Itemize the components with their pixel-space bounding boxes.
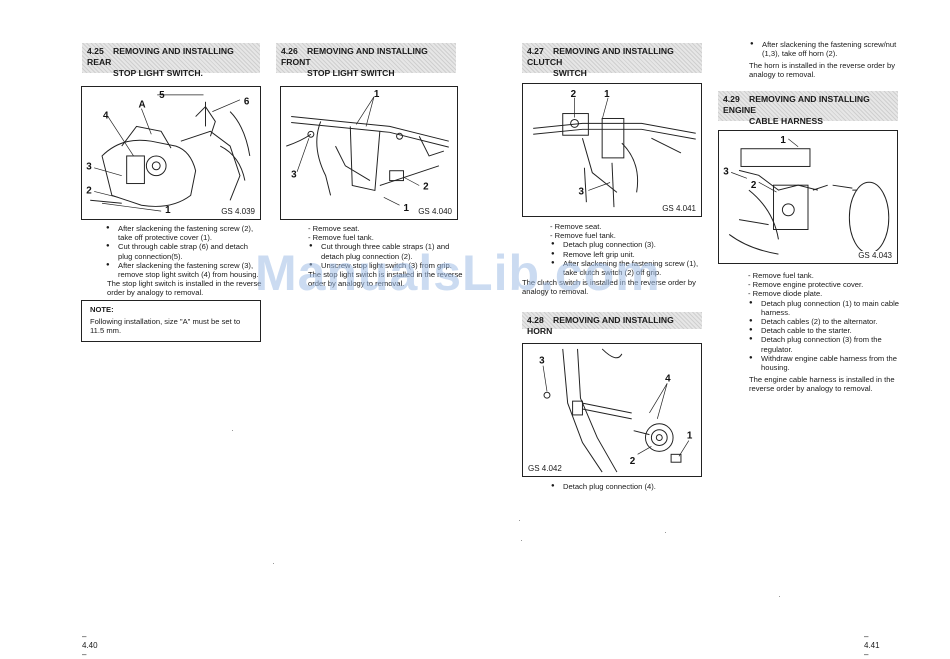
instruction-bullet: After slackening the fastening screw (2)… bbox=[105, 224, 263, 242]
install-note-text: The stop light switch is installed in th… bbox=[107, 279, 262, 298]
dash-item: - Remove fuel tank. bbox=[308, 233, 374, 243]
figure-code: GS 4.042 bbox=[526, 464, 564, 473]
page-number: – 4.40 – bbox=[82, 632, 98, 659]
clutch-switch-drawing: 2 1 3 bbox=[533, 89, 696, 208]
callout-6: 6 bbox=[244, 97, 250, 108]
instruction-bullet: Detach plug connection (3). bbox=[550, 240, 710, 249]
callout-1: 1 bbox=[780, 135, 786, 146]
figure-code: GS 4.043 bbox=[856, 251, 894, 260]
dash-item: - Remove seat. bbox=[308, 224, 360, 233]
cable-harness-drawing: 1 3 2 bbox=[723, 135, 890, 255]
section-title-line1: REMOVING AND INSTALLING FRONT bbox=[281, 46, 428, 67]
section-number: 4.26 bbox=[281, 46, 298, 56]
section-4-25-body: After slackening the fastening screw (2)… bbox=[105, 224, 263, 279]
note-text: Following installation, size "A" must be… bbox=[90, 317, 241, 336]
section-title-line2: SWITCH bbox=[553, 68, 587, 78]
instruction-bullet: Detach cable to the starter. bbox=[748, 326, 908, 335]
section-title-line1: REMOVING AND INSTALLING CLUTCH bbox=[527, 46, 674, 67]
instruction-bullet: Remove left grip unit. bbox=[550, 250, 710, 259]
install-note-text: The clutch switch is installed in the re… bbox=[522, 278, 696, 297]
instruction-bullet: Detach cables (2) to the alternator. bbox=[748, 317, 908, 326]
note-box: NOTE: Following installation, size "A" m… bbox=[81, 300, 261, 342]
horn-drawing: 3 4 1 2 bbox=[539, 348, 693, 473]
figure-code: GS 4.040 bbox=[416, 207, 454, 216]
front-switch-drawing: 1 3 2 1 bbox=[286, 89, 449, 214]
section-title-line2: STOP LIGHT SWITCH. bbox=[113, 68, 203, 78]
section-title-line1: REMOVING AND INSTALLING REAR bbox=[87, 46, 234, 67]
instruction-bullet: After slackening the fastening screw (3)… bbox=[105, 261, 263, 279]
callout-2: 2 bbox=[423, 181, 429, 192]
instruction-bullet: Cut through cable strap (6) and detach p… bbox=[105, 242, 263, 260]
instruction-bullet: Cut through three cable straps (1) and d… bbox=[308, 242, 466, 260]
instruction-bullet: After slackening the fastening screw (1)… bbox=[550, 259, 710, 277]
scan-speck bbox=[665, 532, 666, 533]
dash-item: - Remove engine protective cover. bbox=[748, 280, 864, 290]
page-number: – 4.41 – bbox=[864, 632, 880, 659]
figure-front-stop-light-switch: 1 3 2 1 GS 4.040 bbox=[280, 86, 458, 220]
scan-speck bbox=[521, 540, 522, 541]
dash-item: - Remove fuel tank. bbox=[748, 271, 814, 280]
dash-item: - Remove fuel tank. bbox=[550, 231, 616, 241]
figure-code: GS 4.039 bbox=[219, 207, 257, 216]
section-number: 4.28 bbox=[527, 315, 544, 325]
callout-A: A bbox=[138, 100, 145, 111]
scan-speck bbox=[232, 430, 233, 431]
rear-switch-drawing: 5 6 A 4 3 2 1 bbox=[86, 90, 251, 216]
section-title-line1: REMOVING AND INSTALLING ENGINE bbox=[723, 94, 870, 115]
instruction-bullet: Unscrew stop light switch (3) from grip. bbox=[308, 261, 466, 270]
instruction-bullet: Detach plug connection (1) to main cable… bbox=[748, 299, 908, 317]
callout-1: 1 bbox=[687, 431, 693, 442]
dash-item: - Remove seat. bbox=[550, 222, 602, 231]
callout-2: 2 bbox=[571, 89, 577, 100]
section-4-29-body: - Remove fuel tank. - Remove engine prot… bbox=[748, 271, 908, 372]
section-4-28-continuation: After slackening the fastening screw/nut… bbox=[749, 40, 907, 58]
install-note-text: The horn is installed in the reverse ord… bbox=[749, 61, 896, 80]
callout-1: 1 bbox=[165, 205, 171, 216]
figure-code: GS 4.041 bbox=[660, 204, 698, 213]
callout-3: 3 bbox=[291, 170, 297, 181]
callout-3: 3 bbox=[723, 166, 729, 177]
callout-3: 3 bbox=[579, 186, 585, 197]
callout-5: 5 bbox=[159, 90, 165, 101]
instruction-bullet: Withdraw engine cable harness from the h… bbox=[748, 354, 908, 372]
scan-speck bbox=[519, 520, 520, 521]
callout-3: 3 bbox=[86, 162, 92, 173]
section-title-line1: REMOVING AND INSTALLING HORN bbox=[527, 315, 674, 336]
instruction-bullet: Detach plug connection (4). bbox=[550, 482, 710, 491]
note-title: NOTE: bbox=[90, 305, 114, 314]
section-4-26-body: - Remove seat. - Remove fuel tank. Cut t… bbox=[308, 224, 466, 270]
callout-1: 1 bbox=[604, 89, 610, 100]
section-number: 4.27 bbox=[527, 46, 544, 56]
dash-item: - Remove diode plate. bbox=[748, 289, 823, 299]
section-number: 4.29 bbox=[723, 94, 740, 104]
section-title-line2: STOP LIGHT SWITCH bbox=[307, 68, 395, 78]
instruction-bullet: After slackening the fastening screw/nut… bbox=[749, 40, 907, 58]
figure-rear-stop-light-switch: 5 6 A 4 3 2 1 GS 4.039 bbox=[81, 86, 261, 220]
callout-4: 4 bbox=[103, 111, 109, 122]
callout-3: 3 bbox=[539, 356, 545, 367]
figure-clutch-switch: 2 1 3 GS 4.041 bbox=[522, 83, 702, 217]
callout-4: 4 bbox=[665, 373, 671, 384]
section-4-28-body: Detach plug connection (4). bbox=[550, 482, 710, 491]
section-title-line2: CABLE HARNESS bbox=[749, 116, 824, 126]
figure-engine-cable-harness: 1 3 2 GS 4.043 bbox=[718, 130, 898, 264]
figure-horn: 3 4 1 2 GS 4.042 bbox=[522, 343, 702, 477]
callout-2: 2 bbox=[630, 456, 636, 467]
scan-speck bbox=[779, 596, 780, 597]
install-note-text: The stop light switch is installed in th… bbox=[308, 270, 463, 289]
callout-1: 1 bbox=[403, 203, 409, 214]
instruction-bullet: Detach plug connection (3) from the regu… bbox=[748, 335, 908, 353]
section-number: 4.25 bbox=[87, 46, 104, 56]
install-note-text: The engine cable harness is installed in… bbox=[749, 375, 895, 394]
callout-1: 1 bbox=[374, 89, 380, 100]
callout-2: 2 bbox=[751, 180, 757, 191]
scan-speck bbox=[273, 563, 274, 564]
section-4-27-body: - Remove seat. - Remove fuel tank. Detac… bbox=[550, 222, 710, 277]
callout-2: 2 bbox=[86, 185, 92, 196]
